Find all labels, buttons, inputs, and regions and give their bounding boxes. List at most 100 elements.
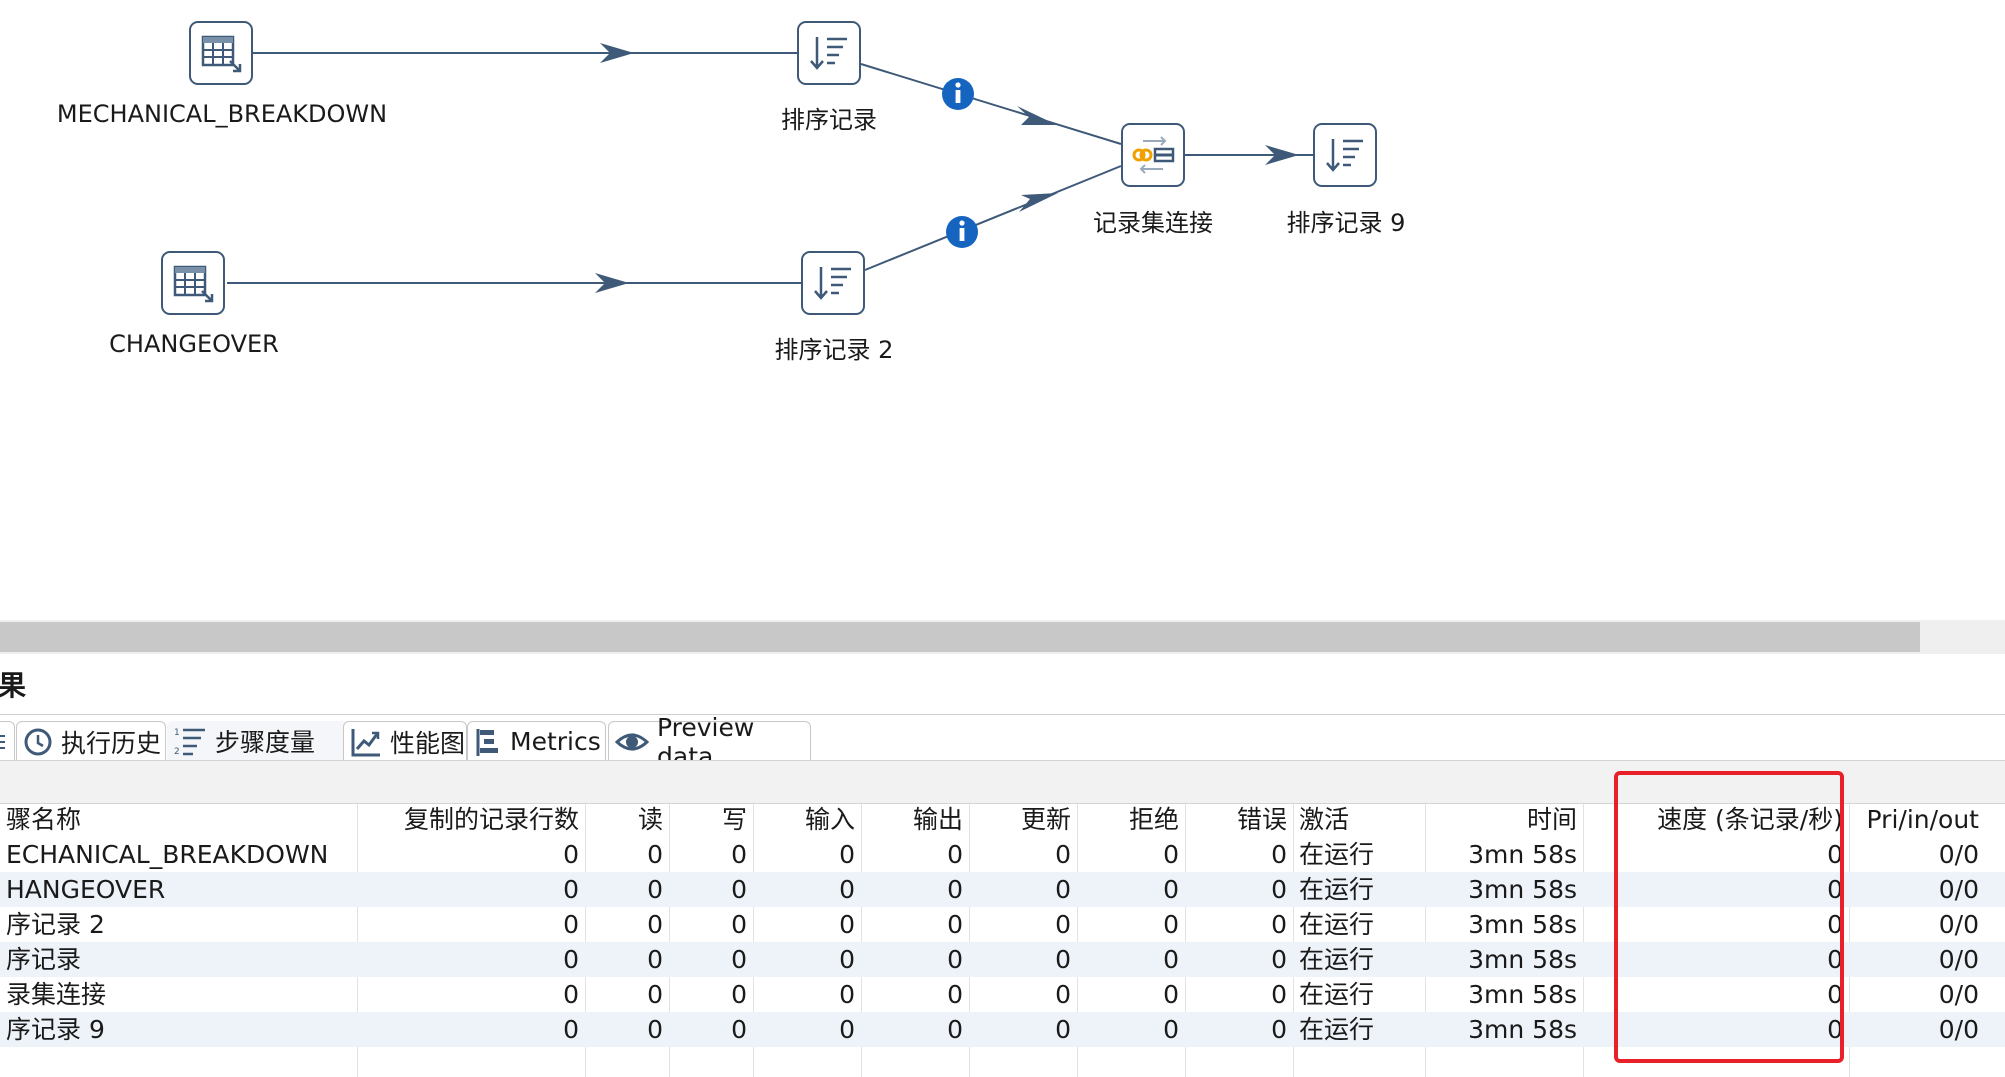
cell-errors: 0 xyxy=(1271,945,1287,974)
info-icon[interactable] xyxy=(942,78,974,110)
cell-written: 0 xyxy=(731,840,747,869)
cell-input: 0 xyxy=(839,910,855,939)
hop-arrow xyxy=(1265,145,1299,165)
step-sort-rows-9[interactable] xyxy=(1313,123,1377,187)
cell-read: 0 xyxy=(647,875,663,904)
cell-input: 0 xyxy=(839,945,855,974)
table-input-icon xyxy=(201,35,242,73)
hop-sort1-to-join[interactable] xyxy=(860,63,1122,145)
step-sort-rows[interactable] xyxy=(797,21,861,85)
cell-time: 3mn 58s xyxy=(1468,945,1577,974)
step-merge-join[interactable] xyxy=(1121,123,1185,187)
cell-time: 3mn 58s xyxy=(1468,980,1577,1009)
cell-rejected: 0 xyxy=(1163,875,1179,904)
column-header[interactable]: 输出 xyxy=(912,805,963,834)
step-changeover[interactable] xyxy=(161,251,225,315)
metrics-icon xyxy=(474,726,502,758)
scrollbar-thumb[interactable] xyxy=(0,622,1920,652)
step-label: MECHANICAL_BREAKDOWN xyxy=(56,100,388,128)
cell-step-name: 序记录 xyxy=(6,945,82,974)
step-sort-rows-2[interactable] xyxy=(801,251,865,315)
tab-log[interactable] xyxy=(0,721,15,761)
cell-pri-in-out: 0/0 xyxy=(1938,945,1979,974)
cell-output: 0 xyxy=(947,875,963,904)
cell-copies: 0 xyxy=(563,875,579,904)
column-header[interactable]: 时间 xyxy=(1526,805,1577,834)
svg-text:1: 1 xyxy=(174,728,180,738)
column-header[interactable]: Pri/in/out xyxy=(1866,805,1979,834)
cell-output: 0 xyxy=(947,840,963,869)
step-mechanical-breakdown[interactable] xyxy=(189,21,253,85)
cell-pri-in-out: 0/0 xyxy=(1938,1015,1979,1044)
step-label: CHANGEOVER xyxy=(109,330,279,358)
cell-input: 0 xyxy=(839,875,855,904)
cell-written: 0 xyxy=(731,910,747,939)
cell-rejected: 0 xyxy=(1163,910,1179,939)
cell-step-name: ECHANICAL_BREAKDOWN xyxy=(6,840,329,869)
table-row[interactable]: 序记录 2 0 0 0 0 0 0 0 0 在运行 3mn 58s 0 0/0 xyxy=(0,907,2005,942)
hop-arrow xyxy=(595,273,629,293)
cell-step-name: 序记录 9 xyxy=(6,1015,105,1044)
cell-rejected: 0 xyxy=(1163,840,1179,869)
cell-step-name: HANGEOVER xyxy=(6,875,166,904)
cell-copies: 0 xyxy=(563,840,579,869)
transformation-canvas[interactable]: MECHANICAL_BREAKDOWN 排序记录 记录集连接 xyxy=(0,0,2005,620)
column-header[interactable]: 拒绝 xyxy=(1128,805,1179,834)
tab-execution-history[interactable]: 执行历史 xyxy=(16,721,166,761)
tab-performance-chart[interactable]: 性能图 xyxy=(343,721,467,761)
sort-rows-icon xyxy=(810,37,847,70)
cell-step-name: 序记录 2 xyxy=(6,910,105,939)
cell-read: 0 xyxy=(647,945,663,974)
cell-time: 3mn 58s xyxy=(1468,875,1577,904)
performance-chart-icon xyxy=(350,726,382,758)
cell-copies: 0 xyxy=(563,980,579,1009)
cell-updated: 0 xyxy=(1055,840,1071,869)
sort-rows-icon xyxy=(814,267,851,300)
cell-active: 在运行 xyxy=(1299,840,1375,869)
tab-metrics[interactable]: Metrics xyxy=(467,721,606,761)
cell-updated: 0 xyxy=(1055,875,1071,904)
cell-pri-in-out: 0/0 xyxy=(1938,910,1979,939)
column-header[interactable]: 更新 xyxy=(1020,805,1071,834)
table-row[interactable]: 序记录 9 0 0 0 0 0 0 0 0 在运行 3mn 58s 0 0/0 xyxy=(0,1012,2005,1047)
table-row[interactable]: 序记录 0 0 0 0 0 0 0 0 在运行 3mn 58s 0 0/0 xyxy=(0,942,2005,977)
cell-active: 在运行 xyxy=(1299,980,1375,1009)
table-row[interactable]: 录集连接 0 0 0 0 0 0 0 0 在运行 3mn 58s 0 0/0 xyxy=(0,977,2005,1012)
cell-output: 0 xyxy=(947,910,963,939)
step-label: 记录集连接 xyxy=(1093,209,1213,237)
table-row[interactable]: HANGEOVER 0 0 0 0 0 0 0 0 在运行 3mn 58s 0 … xyxy=(0,872,2005,907)
column-header[interactable]: 读 xyxy=(637,805,663,834)
cell-speed: 0 xyxy=(1827,910,1843,939)
cell-time: 3mn 58s xyxy=(1468,910,1577,939)
column-header[interactable]: 写 xyxy=(721,805,747,834)
cell-speed: 0 xyxy=(1827,875,1843,904)
cell-pri-in-out: 0/0 xyxy=(1938,875,1979,904)
column-header[interactable]: 输入 xyxy=(804,805,855,834)
cell-active: 在运行 xyxy=(1299,875,1375,904)
cell-copies: 0 xyxy=(563,1015,579,1044)
column-header[interactable]: 骤名称 xyxy=(6,805,82,834)
column-header[interactable]: 复制的记录行数 xyxy=(403,805,579,834)
column-header[interactable]: 激活 xyxy=(1299,805,1350,834)
column-header[interactable]: 错误 xyxy=(1236,805,1287,834)
info-icon[interactable] xyxy=(946,216,978,248)
cell-copies: 0 xyxy=(563,910,579,939)
tab-label: 性能图 xyxy=(390,728,466,758)
hop-arrow xyxy=(1019,193,1058,212)
cell-written: 0 xyxy=(731,875,747,904)
cell-written: 0 xyxy=(731,945,747,974)
column-header[interactable]: 速度 (条记录/秒) xyxy=(1657,805,1843,834)
cell-read: 0 xyxy=(647,980,663,1009)
cell-active: 在运行 xyxy=(1299,910,1375,939)
tab-preview-data[interactable]: Preview data xyxy=(608,713,811,771)
tab-label: 执行历史 xyxy=(61,728,162,758)
results-toolbar xyxy=(0,760,2005,804)
cell-time: 3mn 58s xyxy=(1468,840,1577,869)
hop-sort2-to-join[interactable] xyxy=(864,165,1122,271)
canvas-horizontal-scrollbar[interactable] xyxy=(0,620,2005,654)
cell-speed: 0 xyxy=(1827,840,1843,869)
cell-speed: 0 xyxy=(1827,1015,1843,1044)
table-row[interactable]: ECHANICAL_BREAKDOWN 0 0 0 0 0 0 0 0 在运行 … xyxy=(0,837,2005,872)
